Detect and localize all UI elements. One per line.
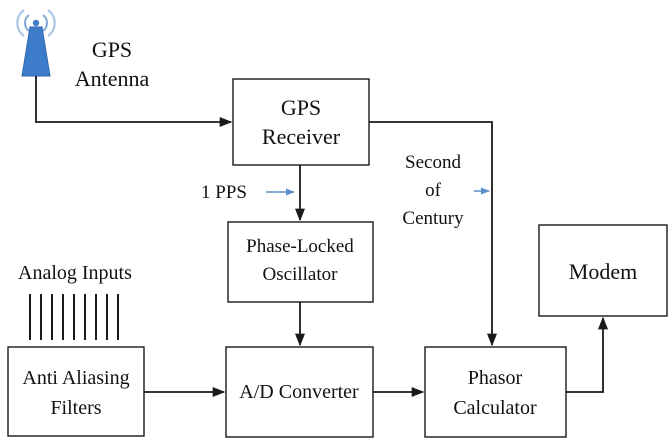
anti-aliasing-box — [7, 346, 145, 437]
antenna-to-receiver-wire — [35, 76, 233, 128]
pll-line1: Phase-Locked — [246, 236, 354, 257]
gps-receiver-line2: Receiver — [262, 124, 341, 149]
antenna-label-line1: GPS — [92, 37, 132, 62]
soc-label-line1: Second — [405, 152, 461, 173]
gps-receiver-line1: GPS — [281, 95, 321, 120]
modem-label: Modem — [569, 259, 637, 284]
anti-aliasing-line2: Filters — [50, 397, 101, 419]
antenna-label-line2: Antenna — [75, 66, 150, 91]
analog-input-lines — [29, 294, 119, 340]
anti-aliasing-line1: Anti Aliasing — [22, 367, 129, 389]
pll-line2: Oscillator — [263, 264, 339, 285]
soc-label-line3: Century — [402, 208, 464, 229]
modem-box — [538, 224, 668, 317]
pll-box — [227, 221, 374, 303]
phasor-calculator-box — [424, 346, 567, 438]
phasor-calculator-line1: Phasor — [468, 367, 523, 389]
ad-converter-box — [225, 346, 374, 438]
receiver-to-phasor-wire — [369, 121, 498, 347]
gps-antenna-icon — [16, 9, 56, 77]
analog-inputs-label: Analog Inputs — [18, 262, 132, 284]
pps-label: 1 PPS — [201, 182, 247, 203]
phasor-to-modem-wire — [566, 316, 609, 393]
connections — [35, 76, 609, 398]
soc-label-line2: of — [425, 180, 442, 201]
ad-converter-label: A/D Converter — [239, 381, 359, 403]
phasor-calculator-line2: Calculator — [453, 397, 537, 419]
gps-receiver-box — [232, 78, 370, 166]
